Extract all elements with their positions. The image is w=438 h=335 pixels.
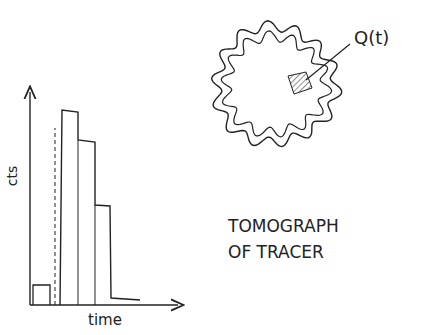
- y-axis: [29, 92, 30, 305]
- histogram-bar: [95, 205, 96, 305]
- x-axis: [30, 304, 178, 305]
- label: time: [88, 312, 122, 329]
- brain-outline: [212, 21, 342, 147]
- time-activity-curve: [60, 110, 140, 305]
- histogram-bar: [33, 285, 50, 305]
- label: TOMOGRAPH OF TRACER: [228, 214, 346, 265]
- dashed-line: [55, 128, 56, 305]
- histogram-bar: [78, 140, 79, 305]
- label: Q(t): [354, 28, 389, 49]
- label: cts: [4, 166, 20, 186]
- brain-inner-outline: [221, 31, 331, 137]
- region-of-interest: [288, 72, 312, 94]
- leader-line: [306, 44, 350, 80]
